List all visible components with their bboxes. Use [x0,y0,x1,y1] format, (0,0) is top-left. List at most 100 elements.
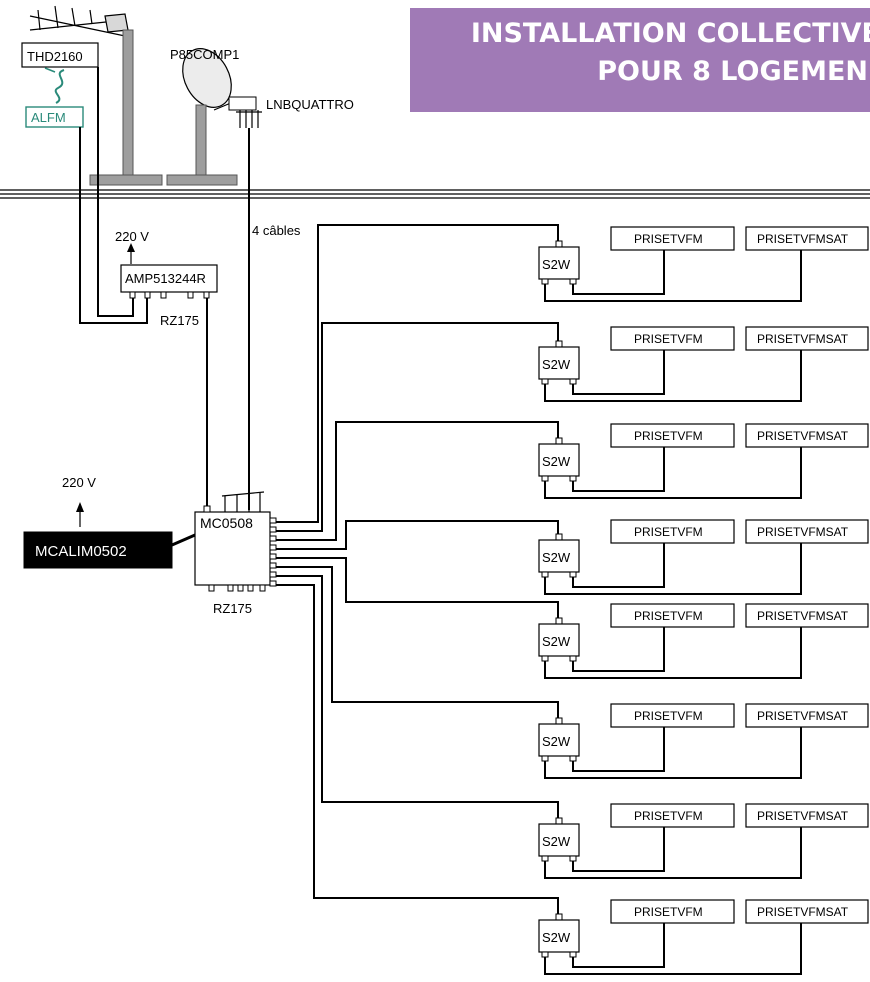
outlet-tvfm: PRISETVFM [610,899,735,924]
roof-line [0,189,870,199]
splitter-label: S2W [542,634,571,649]
outlet-tvfm: PRISETVFM [610,603,735,628]
multiswitch: MC0508 [194,491,277,592]
outlet-tvfm: PRISETVFM [610,519,735,544]
outlet-tvfm-label: PRISETVFM [634,609,703,623]
drop-cable-tvfm [572,727,665,772]
splitter: S2W [538,913,580,958]
splitter-label: S2W [542,550,571,565]
feeder-cable [276,421,559,541]
splitter: S2W [538,533,580,578]
drop-cable-tvfm [572,543,665,588]
outlet-tvfm-label: PRISETVFM [634,809,703,823]
splitter-label: S2W [542,930,571,945]
drop-cable-tvfm [572,447,665,492]
filter-icon [54,69,65,104]
outlet-tvfmsat: PRISETVFMSAT [745,899,869,924]
outlet-tvfm: PRISETVFM [610,423,735,448]
drop-cable-tvfm [572,250,665,295]
feeder-cable [276,575,559,818]
outlet-tvfmsat-label: PRISETVFMSAT [757,809,849,823]
antenna-label: THD2160 [27,49,83,64]
outlet-row: S2W PRISETVFM PRISETVFMSAT [276,322,869,532]
title-line-2: POUR 8 LOGEMEN [597,56,868,87]
outlet-tvfmsat-label: PRISETVFMSAT [757,232,849,246]
outlet-tvfm-label: PRISETVFM [634,525,703,539]
splitter: S2W [538,437,580,482]
feeder-cable [276,557,559,618]
outlet-tvfmsat: PRISETVFMSAT [745,703,869,728]
outlet-tvfmsat: PRISETVFMSAT [745,519,869,544]
lnb-label: LNBQUATTRO [266,97,354,112]
outlet-tvfm: PRISETVFM [610,326,735,351]
amplifier-label: AMP513244R [125,271,206,286]
filter-box [25,106,84,128]
power-supply: MCALIM0502 [23,531,196,569]
outlet-row: S2W PRISETVFM PRISETVFMSAT [276,224,869,523]
feeder-cable [276,584,559,914]
drop-cable-tvfmsat [544,827,802,879]
outlet-tvfm: PRISETVFM [610,226,735,251]
outlet-tvfmsat: PRISETVFMSAT [745,326,869,351]
drop-cable-tvfm [572,627,665,672]
drop-cable-tvfmsat [544,727,802,779]
outlet-tvfmsat-label: PRISETVFMSAT [757,332,849,346]
drop-cable-tvfm [572,827,665,872]
outlet-tvfm-label: PRISETVFM [634,429,703,443]
outlet-row: S2W PRISETVFM PRISETVFMSAT [276,566,869,779]
multiswitch-cable-label: RZ175 [213,601,252,616]
outlet-row: S2W PRISETVFM PRISETVFMSAT [276,557,869,679]
drop-cable-tvfmsat [544,447,802,499]
amplifier-cable-label: RZ175 [160,313,199,328]
feeder-cable [276,520,559,550]
outlet-tvfm: PRISETVFM [610,803,735,828]
feeder-cable [276,322,559,532]
drop-cable-tvfmsat [544,923,802,975]
splitter: S2W [538,340,580,385]
outlet-tvfm-label: PRISETVFM [634,332,703,346]
outlet-tvfm-label: PRISETVFM [634,709,703,723]
drop-cable-tvfm [572,923,665,968]
outlet-row: S2W PRISETVFM PRISETVFMSAT [276,584,869,975]
splitter-label: S2W [542,454,571,469]
power-supply-power: 220 V [62,475,96,490]
title-banner: INSTALLATION COLLECTIVE POUR 8 LOGEMEN [410,8,870,112]
cables-label: 4 câbles [252,223,301,238]
drop-cable-tvfmsat [544,350,802,402]
antenna-mast [89,29,163,186]
splitter: S2W [538,817,580,862]
drop-cable-tvfmsat [544,250,802,302]
outlet-tvfmsat: PRISETVFMSAT [745,226,869,251]
drop-cable-tvfmsat [544,543,802,595]
drop-cable-tvfmsat [544,627,802,679]
feeder-cable [276,566,559,718]
antenna-cables [79,67,148,324]
outlet-tvfmsat: PRISETVFMSAT [745,603,869,628]
outlet-row: S2W PRISETVFM PRISETVFMSAT [276,575,869,879]
splitter: S2W [538,617,580,662]
dish-icon [166,48,262,186]
feeder-cable [276,224,559,523]
outlet-row: S2W PRISETVFM PRISETVFMSAT [276,421,869,541]
outlet-tvfmsat-label: PRISETVFMSAT [757,905,849,919]
drop-cable-tvfm [572,350,665,395]
riser-cables [206,128,250,510]
outlet-tvfm: PRISETVFM [610,703,735,728]
splitter: S2W [538,240,580,285]
outlet-tvfmsat-label: PRISETVFMSAT [757,609,849,623]
splitter-label: S2W [542,834,571,849]
amplifier: AMP513244R [120,264,218,299]
outlet-row: S2W PRISETVFM PRISETVFMSAT [276,519,869,595]
amplifier-power: 220 V [115,229,149,244]
splitter-label: S2W [542,357,571,372]
filter-label: ALFM [31,110,66,125]
outlet-tvfm-label: PRISETVFM [634,232,703,246]
outlet-tvfm-label: PRISETVFM [634,905,703,919]
outlet-rows: S2W PRISETVFM PRISETVFMSAT S2W PRISETVFM PRIS… [276,224,869,975]
splitter-label: S2W [542,734,571,749]
multiswitch-label: MC0508 [200,515,253,531]
outlet-tvfmsat: PRISETVFMSAT [745,803,869,828]
antenna-icon [29,5,129,37]
power-supply-label: MCALIM0502 [35,543,127,560]
